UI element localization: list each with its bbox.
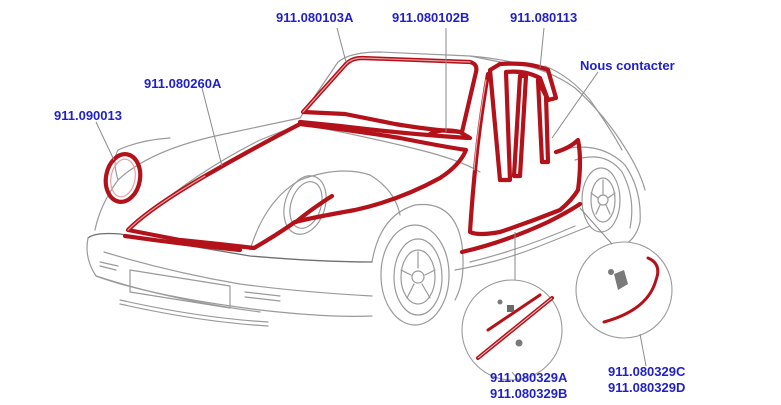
roof-center-seal bbox=[297, 119, 471, 141]
leader-lines bbox=[95, 27, 647, 383]
label-sill-seal-b[interactable]: 911.080329B bbox=[490, 386, 568, 401]
label-door-frame-seal[interactable]: 911.080113 bbox=[510, 10, 578, 25]
sill-seal bbox=[459, 201, 583, 255]
label-roof-center-seal[interactable]: 911.080102B bbox=[392, 10, 470, 25]
label-windshield-seal[interactable]: 911.080103A bbox=[276, 10, 354, 25]
car-outline bbox=[86, 51, 646, 327]
door-opening-seal bbox=[467, 71, 583, 237]
headlight-seal bbox=[103, 152, 143, 204]
seal-parts bbox=[103, 55, 583, 255]
label-hood-seal[interactable]: 911.080260A bbox=[144, 76, 222, 91]
label-contact-link[interactable]: Nous contacter bbox=[580, 58, 675, 73]
detail-sill-ab bbox=[461, 279, 563, 381]
windshield-seal bbox=[300, 55, 479, 135]
label-sill-seal-c[interactable]: 911.080329C bbox=[608, 364, 686, 379]
detail-sill-cd bbox=[575, 241, 673, 339]
label-headlight-seal[interactable]: 911.090013 bbox=[54, 108, 122, 123]
hood-seal bbox=[125, 121, 469, 251]
label-sill-seal-a[interactable]: 911.080329A bbox=[490, 370, 568, 385]
label-sill-seal-d[interactable]: 911.080329D bbox=[608, 380, 686, 395]
